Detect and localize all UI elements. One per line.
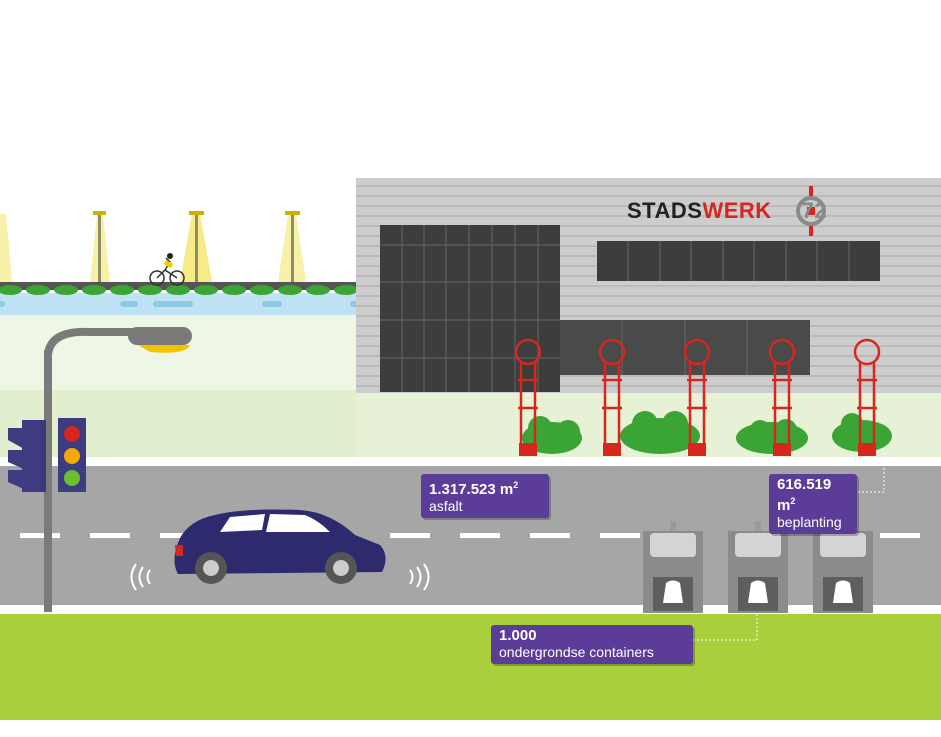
stat-containers-label: ondergrondse containers: [499, 644, 654, 660]
window-grid-lines: [380, 225, 560, 392]
stat-asfalt-value: 1.317.523 m: [429, 481, 514, 498]
hedge: [0, 285, 358, 295]
traffic-light-icon: [8, 418, 86, 492]
logo-part-72: 72: [801, 198, 828, 223]
canal-ripples: [0, 301, 362, 307]
path-lamps: [0, 211, 306, 282]
stat-beplanting: 616.519 m2 beplanting: [769, 474, 857, 534]
recycle-icon: [663, 580, 853, 603]
stadswerk-logo: STADSWERK 72: [627, 198, 827, 224]
window-grid-left: [380, 225, 560, 392]
stat-asfalt: 1.317.523 m2 asfalt: [421, 474, 549, 518]
lane-markings: [20, 533, 920, 538]
leader-lines: [690, 452, 885, 641]
stat-containers-value: 1.000: [499, 627, 537, 644]
logo-part-stads: STADS: [627, 198, 703, 223]
stat-beplanting-label: beplanting: [777, 514, 842, 530]
car-icon: [174, 509, 386, 584]
bike-rack-bases: [519, 443, 876, 456]
sensor-waves: [130, 563, 430, 591]
grass-verge: [0, 614, 941, 720]
stat-beplanting-unit: 2: [790, 496, 796, 506]
street-lamp-icon: [44, 327, 192, 612]
sidewalk-top: [0, 457, 941, 467]
stat-asfalt-unit: 2: [513, 480, 519, 490]
stat-beplanting-value: 616.519 m: [777, 476, 832, 514]
stat-asfalt-label: asfalt: [429, 498, 463, 514]
logo-part-werk: WERK: [702, 198, 772, 223]
window-strip-upper: [597, 241, 880, 281]
sidewalk-bottom: [0, 605, 941, 615]
stat-containers: 1.000 ondergrondse containers: [491, 625, 693, 664]
window-strip-lines: [627, 241, 850, 281]
logo-ring-icon: [796, 186, 826, 236]
bike-rack-icon: [514, 338, 881, 444]
cyclist-icon: [149, 253, 185, 286]
